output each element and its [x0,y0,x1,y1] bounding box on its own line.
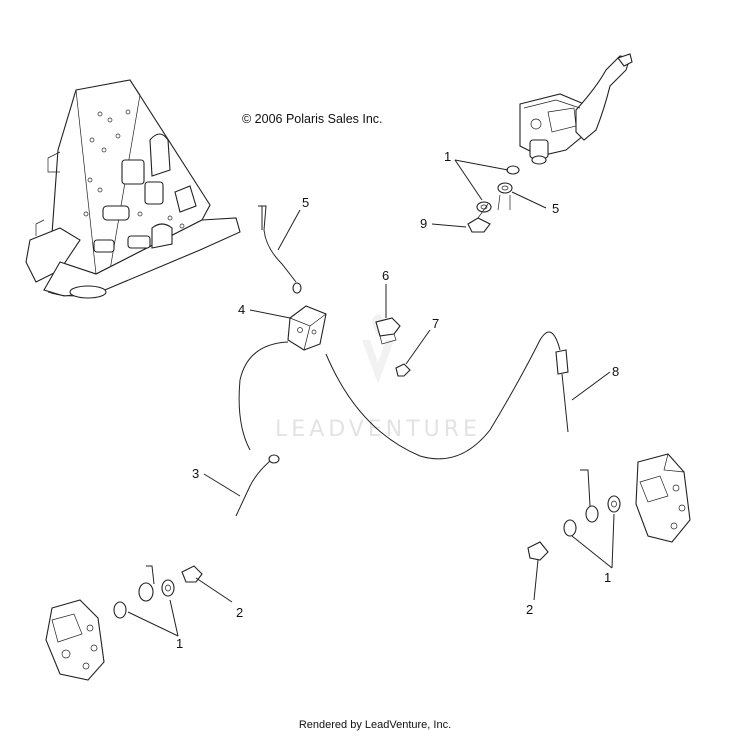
callout-2-left: 2 [236,605,243,620]
brake-master-cylinder-icon [519,53,633,165]
watermark-text: LEADVENTURE [275,417,481,442]
callout-5-right: 5 [552,201,559,216]
brake-caliper-icon [635,453,691,543]
bolt-7 [395,363,411,377]
copyright-text: © 2006 Polaris Sales Inc. [242,112,383,126]
brake-hose-3 [235,454,280,517]
callout-7: 7 [432,316,439,331]
brake-line-left [238,341,289,451]
callout-9: 9 [420,216,427,231]
brake-junction-block [287,305,327,351]
footer-text: Rendered by LeadVenture, Inc. [299,719,451,731]
callout-6: 6 [382,268,389,283]
callout-3: 3 [192,466,199,481]
callout-1-top: 1 [444,149,451,164]
callout-8: 8 [612,364,619,379]
banjo-fitting-right [527,469,621,561]
callout-1-left: 1 [176,636,183,651]
brake-line-long [325,331,561,460]
banjo-fitting-left [113,565,203,619]
brake-caliper-left-icon [45,599,105,681]
callout-5-left: 5 [302,195,309,210]
leader-lines [127,159,615,637]
brake-hose-5 [258,205,302,294]
callout-2-right: 2 [526,602,533,617]
brake-hose-8 [555,349,569,433]
callout-1-right: 1 [604,570,611,585]
banjo-fitting-top [467,165,520,233]
callout-4: 4 [238,302,245,317]
chassis-frame-icon [25,79,241,299]
bolt-6 [375,317,401,345]
